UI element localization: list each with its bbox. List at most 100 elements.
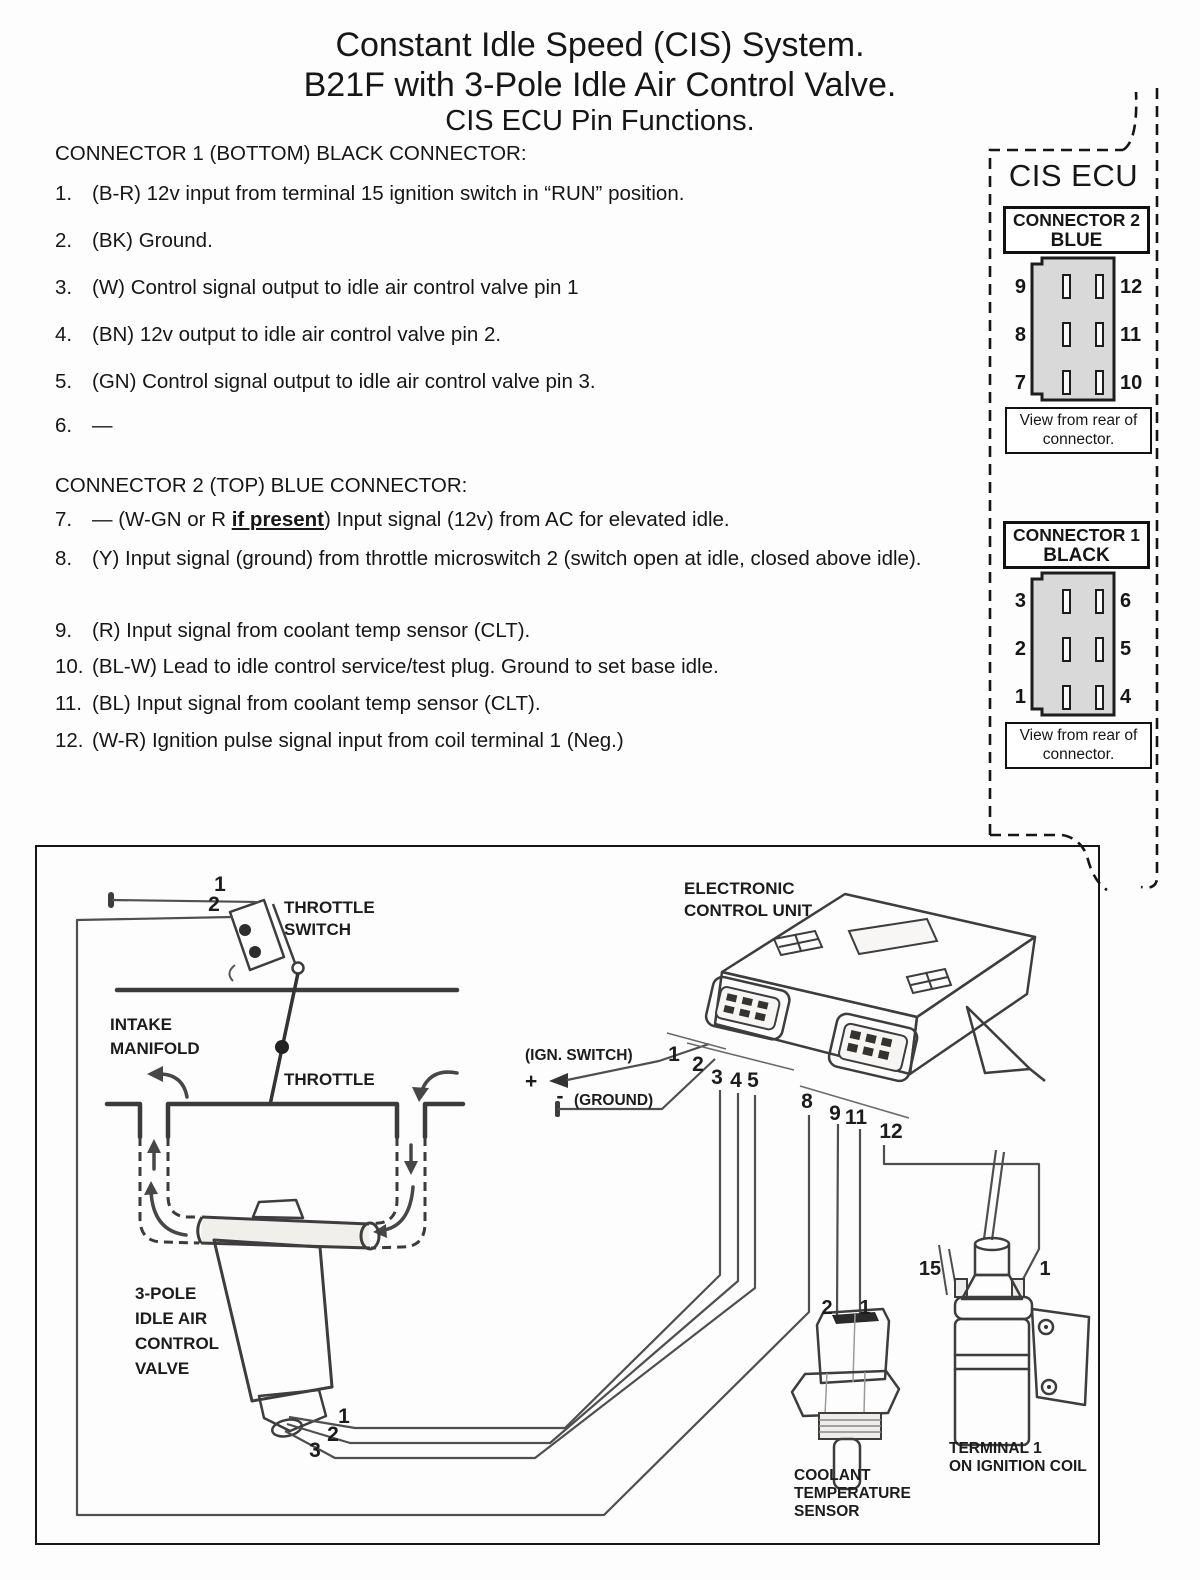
pin-number-4: 4 <box>1120 686 1132 708</box>
item-text: (BK) Ground. <box>92 229 213 252</box>
ecu-label-line1: ELECTRONIC <box>684 879 795 898</box>
ecu-pin11-number: 11 <box>845 1106 868 1129</box>
coil-terminal1-number: 1 <box>1039 1258 1050 1280</box>
connector2-caption: View from rear of connector. <box>1005 407 1152 454</box>
valve-wire-3-to-pin5 <box>284 1095 757 1460</box>
item7-emphasis: if present <box>231 508 324 531</box>
ecu-panel-title: CIS ECU <box>1008 158 1139 193</box>
connector2-color: BLUE <box>1050 230 1103 251</box>
pin-number-3: 3 <box>1014 590 1026 612</box>
intake-label-line2: MANIFOLD <box>110 1039 200 1058</box>
ecu-connector-a <box>704 975 791 1041</box>
valve-wire1-number: 1 <box>338 1405 350 1428</box>
item-number: 5. <box>55 370 73 393</box>
connector1-heading: CONNECTOR 1 (BOTTOM) BLACK CONNECTOR: <box>55 142 527 165</box>
coolant-label-line3: SENSOR <box>794 1503 859 1520</box>
ign-switch-label: (IGN. SWITCH) <box>525 1047 633 1064</box>
connector1-graphic <box>1030 571 1116 717</box>
wire1-terminal <box>108 892 114 908</box>
item-number: 11. <box>55 692 82 715</box>
leader-pins-8-9-11-12 <box>799 1085 910 1119</box>
connector2-heading: CONNECTOR 2 (TOP) BLUE CONNECTOR: <box>55 474 468 497</box>
item-text: — <box>92 414 113 437</box>
item7-prefix: — (W-GN or R <box>92 508 232 531</box>
airflow-arrows <box>144 1066 459 1238</box>
page-title-line3: CIS ECU Pin Functions. <box>445 105 755 137</box>
leader-pins-1-2 <box>666 1032 727 1050</box>
pin-number-9: 9 <box>1014 276 1026 298</box>
item-text: (BL-W) Lead to idle control service/test… <box>92 655 719 678</box>
connector1-name: CONNECTOR 1 <box>1012 525 1141 545</box>
caption-line2: connector. <box>1042 431 1115 448</box>
connector2-name: CONNECTOR 2 <box>1012 210 1141 230</box>
plus-sign: + <box>525 1070 537 1093</box>
throttle-pivot <box>275 1040 289 1054</box>
throttle-switch-wire-1 <box>111 898 260 904</box>
throttle-switch-label-line2: SWITCH <box>284 920 351 939</box>
ecu-connector-b <box>827 1012 919 1083</box>
item-text: (GN) Control signal output to idle air c… <box>92 370 596 393</box>
pin-number-10: 10 <box>1120 372 1143 394</box>
minus-sign: - <box>557 1085 564 1108</box>
item-text: (W-R) Ignition pulse signal input from c… <box>92 729 624 752</box>
pin-number-12: 12 <box>1120 276 1143 298</box>
pin-number-7: 7 <box>1014 372 1026 394</box>
list-item: 5. (GN) Control signal output to idle ai… <box>55 368 933 396</box>
list-item: 9. (R) Input signal from coolant temp se… <box>55 617 933 645</box>
pin2-wire-to-ground <box>558 1058 716 1111</box>
coil-label-line2: ON IGNITION COIL <box>949 1458 1087 1475</box>
ground-terminal <box>555 1101 560 1117</box>
item-number: 9. <box>55 619 73 642</box>
item-number: 3. <box>55 276 73 299</box>
item-text: (W) Control signal output to idle air co… <box>92 276 579 299</box>
item-text: (Y) Input signal (ground) from throttle … <box>92 547 922 570</box>
pin-number-6: 6 <box>1120 590 1132 612</box>
valve-label-line4: VALVE <box>135 1359 189 1378</box>
valve-label-line3: CONTROL <box>135 1334 219 1353</box>
ecu-pin8-number: 8 <box>801 1090 813 1113</box>
list-item: 7. — (W-GN or R if present) Input signal… <box>55 506 933 534</box>
pin-number-5: 5 <box>1120 638 1132 660</box>
ecu-label-line2: CONTROL UNIT <box>684 901 813 920</box>
wiring-diagram-frame: ELECTRONIC CONTROL UNIT 1 2 THROTTLE SWI… <box>35 845 1100 1545</box>
ecu-pin5-number: 5 <box>747 1069 759 1092</box>
list-item: 2. (BK) Ground. <box>55 227 933 255</box>
coolant-label-line2: TEMPERATURE <box>794 1485 911 1502</box>
ecu-drawing <box>704 892 1046 1083</box>
ecu-pin2-number: 2 <box>692 1053 704 1076</box>
item-number: 12. <box>55 729 84 752</box>
list-item: 10. (BL-W) Lead to idle control service/… <box>55 653 933 681</box>
item-number: 7. <box>55 508 73 531</box>
pin1-wire-to-ign-switch <box>566 1042 710 1082</box>
list-item: 6. — <box>55 412 933 440</box>
ecu-callout-outline <box>988 88 1159 892</box>
connector2-label-box: CONNECTOR 2 BLUE <box>1003 206 1150 254</box>
item-text: (R) Input signal from coolant temp senso… <box>92 619 531 642</box>
sensor-pin1-number: 1 <box>859 1297 870 1319</box>
coil-ht-wires <box>982 1149 1006 1241</box>
coolant-sensor-drawing <box>790 1307 901 1491</box>
item-number: 4. <box>55 323 73 346</box>
item-number: 10. <box>55 655 84 678</box>
throttle-switch-wire-2-to-pin8 <box>75 915 811 1517</box>
pin-number-11: 11 <box>1120 324 1142 346</box>
ecu-pin3-number: 3 <box>711 1066 723 1089</box>
intake-label-line1: INTAKE <box>110 1015 172 1034</box>
sensor-pin2-number: 2 <box>821 1297 832 1319</box>
pin-number-1: 1 <box>1014 686 1026 708</box>
throttle-switch-label-line1: THROTTLE <box>284 898 375 917</box>
coil-terminal15-number: 15 <box>919 1258 941 1280</box>
connector2-graphic <box>1030 256 1116 402</box>
valve-wire2-number: 2 <box>327 1423 339 1446</box>
item7-suffix: ) Input signal (12v) from AC for elevate… <box>323 508 730 531</box>
item-number: 8. <box>55 547 73 570</box>
ground-label: (GROUND) <box>574 1092 653 1109</box>
list-item: 1. (B-R) 12v input from terminal 15 igni… <box>55 180 933 208</box>
item-number: 1. <box>55 182 73 205</box>
item-text: (BN) 12v output to idle air control valv… <box>92 323 502 346</box>
list-item: 3. (W) Control signal output to idle air… <box>55 274 933 302</box>
item-number: 2. <box>55 229 73 252</box>
valve-label-line2: IDLE AIR <box>135 1309 207 1328</box>
caption-line1: View from rear of <box>1019 412 1138 429</box>
